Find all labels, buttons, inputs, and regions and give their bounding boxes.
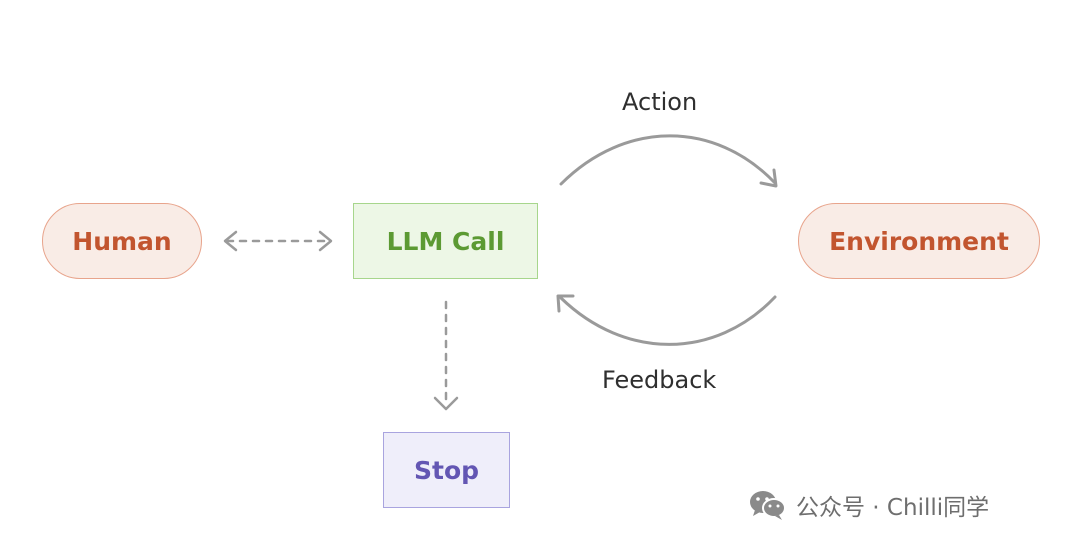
action-edge-label: Action [622, 88, 698, 116]
human-llm-dashed-arrow [223, 230, 333, 252]
llm-call-node: LLM Call [353, 203, 538, 279]
llm-stop-dashed-arrow [433, 300, 459, 411]
action-arrow [559, 134, 778, 188]
feedback-arrow [556, 294, 777, 346]
human-label: Human [72, 226, 172, 256]
llm-call-label: LLM Call [386, 226, 505, 256]
watermark: 公众号 · Chilli同学 [748, 488, 989, 522]
feedback-edge-label: Feedback [602, 366, 717, 394]
watermark-text: 公众号 · Chilli同学 [796, 495, 990, 521]
wechat-icon [750, 491, 786, 520]
stop-node: Stop [383, 432, 510, 508]
environment-node: Environment [798, 203, 1040, 279]
human-node: Human [42, 203, 202, 279]
stop-label: Stop [413, 455, 480, 485]
environment-label: Environment [829, 226, 1009, 256]
